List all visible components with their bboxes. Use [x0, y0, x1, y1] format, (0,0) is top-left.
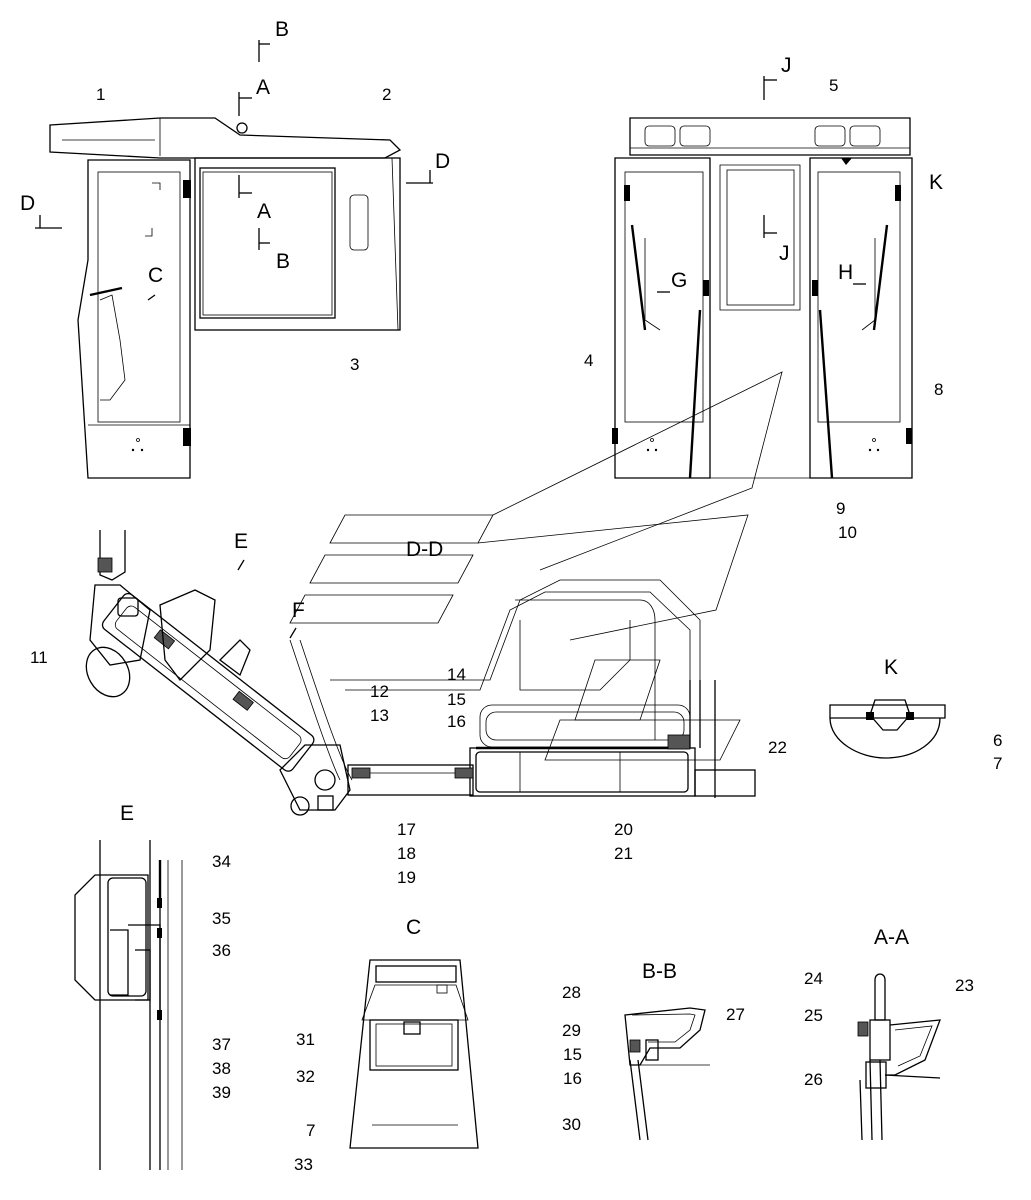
callout-13: 13	[370, 706, 389, 725]
mark-g: G	[671, 269, 687, 292]
mark-a-top: A	[256, 76, 270, 99]
callout-5: 5	[829, 76, 838, 95]
callout-15: 15	[447, 690, 466, 709]
section-title-aa: A-A	[874, 926, 909, 949]
callout-2: 2	[382, 85, 391, 104]
callout-25: 25	[804, 1006, 823, 1025]
callout-19: 19	[397, 868, 416, 887]
mark-j-top: J	[781, 54, 792, 77]
callout-1: 1	[96, 85, 105, 104]
callout-35: 35	[212, 909, 231, 928]
side-view	[49, 117, 402, 479]
section-title-bb: B-B	[642, 960, 677, 983]
section-title-dd: D-D	[406, 538, 443, 561]
callout-26: 26	[804, 1070, 823, 1089]
callout-29: 29	[562, 1021, 581, 1040]
callout-22: 22	[768, 738, 787, 757]
callout-17: 17	[397, 820, 416, 839]
callout-36: 36	[212, 941, 231, 960]
mark-h: H	[838, 261, 853, 284]
callout-21: 21	[614, 844, 633, 863]
callout-18: 18	[397, 844, 416, 863]
section-dd-drawing	[85, 371, 783, 816]
callout-37: 37	[212, 1035, 231, 1054]
callout-7: 7	[993, 754, 1002, 773]
mark-a-mid: A	[257, 200, 271, 223]
callout-32: 32	[296, 1067, 315, 1086]
section-aa	[857, 973, 941, 1141]
callout-33: 33	[294, 1155, 313, 1174]
section-title-c: C	[406, 916, 421, 939]
callout-10: 10	[838, 523, 857, 542]
callout-3: 3	[350, 355, 359, 374]
callout-16-bb: 16	[563, 1069, 582, 1088]
mark-f: F	[292, 599, 305, 622]
callout-23: 23	[955, 976, 974, 995]
callout-38: 38	[212, 1059, 231, 1078]
detail-e	[74, 840, 183, 1170]
callout-24: 24	[804, 969, 823, 988]
side-view-markers	[35, 40, 433, 301]
mark-b-mid: B	[276, 250, 290, 273]
mark-j-mid: J	[779, 242, 790, 265]
callout-9: 9	[836, 499, 845, 518]
callout-15-bb: 15	[563, 1045, 582, 1064]
mark-d-left: D	[20, 192, 35, 215]
mark-b-top: B	[275, 18, 289, 41]
section-title-k: K	[884, 656, 898, 679]
section-title-e: E	[120, 802, 134, 825]
callout-7-c: 7	[306, 1121, 315, 1140]
callout-34: 34	[212, 852, 231, 871]
front-view-markers	[657, 76, 866, 293]
detail-k	[829, 699, 946, 759]
mark-k: K	[929, 171, 943, 194]
mark-c: C	[148, 264, 163, 287]
callout-4: 4	[584, 351, 593, 370]
section-dd-markers	[237, 559, 297, 639]
callout-14: 14	[447, 665, 466, 684]
front-view	[612, 117, 913, 479]
mark-d-right: D	[435, 150, 450, 173]
callout-20: 20	[614, 820, 633, 839]
callout-8: 8	[934, 380, 943, 399]
callout-28: 28	[562, 983, 581, 1002]
detail-c	[349, 959, 479, 1149]
callout-30: 30	[562, 1115, 581, 1134]
callout-16: 16	[447, 712, 466, 731]
mark-e: E	[234, 530, 248, 553]
callout-12: 12	[370, 682, 389, 701]
section-bb	[624, 1007, 710, 1141]
callout-27: 27	[726, 1005, 745, 1024]
callout-39: 39	[212, 1083, 231, 1102]
callout-11: 11	[30, 648, 48, 667]
callout-31: 31	[296, 1030, 315, 1049]
callout-6: 6	[993, 731, 1002, 750]
